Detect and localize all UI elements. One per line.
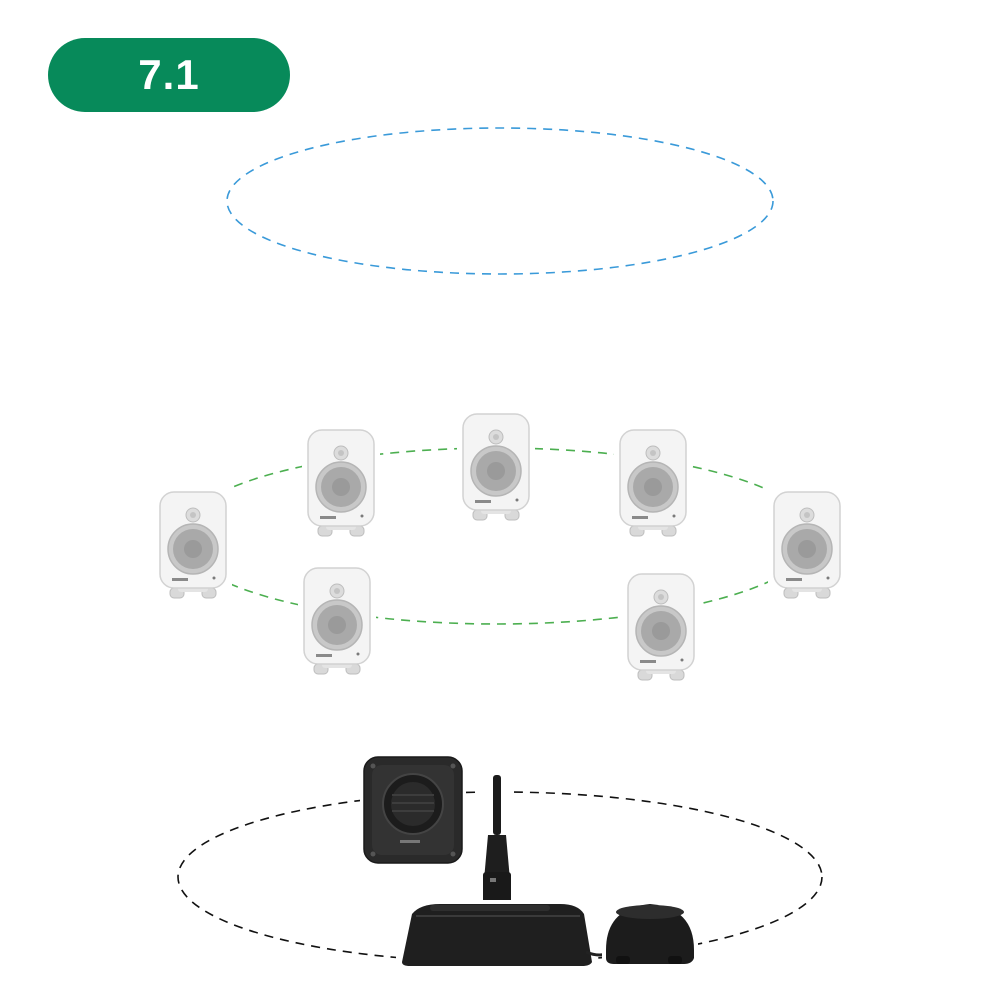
- speaker-right-surround: [768, 488, 846, 606]
- hub: [396, 900, 596, 968]
- subwoofer: [360, 754, 466, 866]
- height-layer-ring: [226, 127, 774, 275]
- speaker-left-front: [302, 426, 380, 544]
- calibration-microphone: [478, 770, 514, 918]
- room-sensor: [585, 898, 698, 968]
- speaker-right-rear: [622, 570, 700, 688]
- speaker-left-rear: [298, 564, 376, 682]
- speaker-center: [457, 410, 535, 528]
- configuration-badge: 7.1: [48, 38, 290, 112]
- speaker-right-front: [614, 426, 692, 544]
- configuration-label: 7.1: [138, 51, 200, 98]
- speaker-left-surround: [154, 488, 232, 606]
